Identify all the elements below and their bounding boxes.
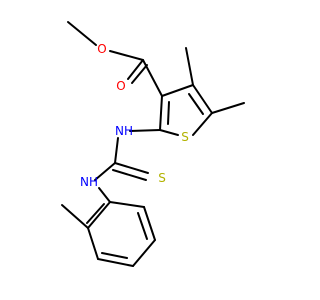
atom-s-thione: S: [158, 171, 166, 185]
bond-ring-c3-c4: [161, 84, 194, 97]
bond-carbonyl-double-1: [127, 59, 144, 80]
bond-c2-nh: [129, 129, 161, 132]
bond-ring-c5-s: [192, 112, 213, 136]
bond-phenyl-3: [97, 258, 134, 267]
bond-thiourea-c-nh: [94, 162, 116, 181]
bond-phenyl-3-inner: [101, 252, 128, 259]
molecule-structure: O O S NH S NH: [61, 21, 245, 267]
bond-phenyl-1-inner: [86, 203, 105, 224]
bond-thione-double-1: [114, 162, 149, 174]
bond-phenyl-1: [87, 201, 111, 229]
atom-o-carbonyl: O: [116, 79, 125, 93]
atom-nh-anilino: NH: [80, 175, 98, 189]
bond-phenyl-2: [87, 227, 99, 260]
atom-o-ester: O: [97, 42, 106, 56]
bond-carbonyl-c-ring: [142, 59, 163, 97]
bond-phenyl-4: [132, 239, 156, 267]
atom-s-thiophene: S: [181, 130, 189, 144]
bond-c4-methyl: [185, 47, 194, 86]
bond-lines: [61, 21, 245, 267]
bond-ester-o-carbonyl-c: [109, 50, 144, 61]
bond-ring-c4-c5: [192, 84, 213, 114]
atom-nh-amide: NH: [115, 124, 133, 138]
bond-c5-methyl: [211, 102, 245, 114]
bond-ring-c2-c3-inner: [167, 101, 170, 125]
atom-labels: O O S NH S NH: [80, 42, 189, 189]
bond-nh-thiourea-c: [114, 137, 119, 164]
bond-phenyl-methyl: [61, 204, 89, 229]
bond-carbonyl-double-2: [131, 64, 148, 84]
bond-ring-c2-c3: [159, 95, 163, 131]
bond-nh-phenyl: [98, 187, 111, 203]
bond-phenyl-6: [109, 201, 145, 208]
bond-ring-c4-c5-inner: [188, 93, 204, 115]
bond-methyl-ester-o: [67, 21, 97, 46]
bond-ring-s-c2: [159, 129, 179, 136]
bond-phenyl-5: [143, 206, 156, 241]
bond-thione-double-2: [112, 169, 147, 181]
bond-phenyl-5-inner: [137, 212, 148, 240]
